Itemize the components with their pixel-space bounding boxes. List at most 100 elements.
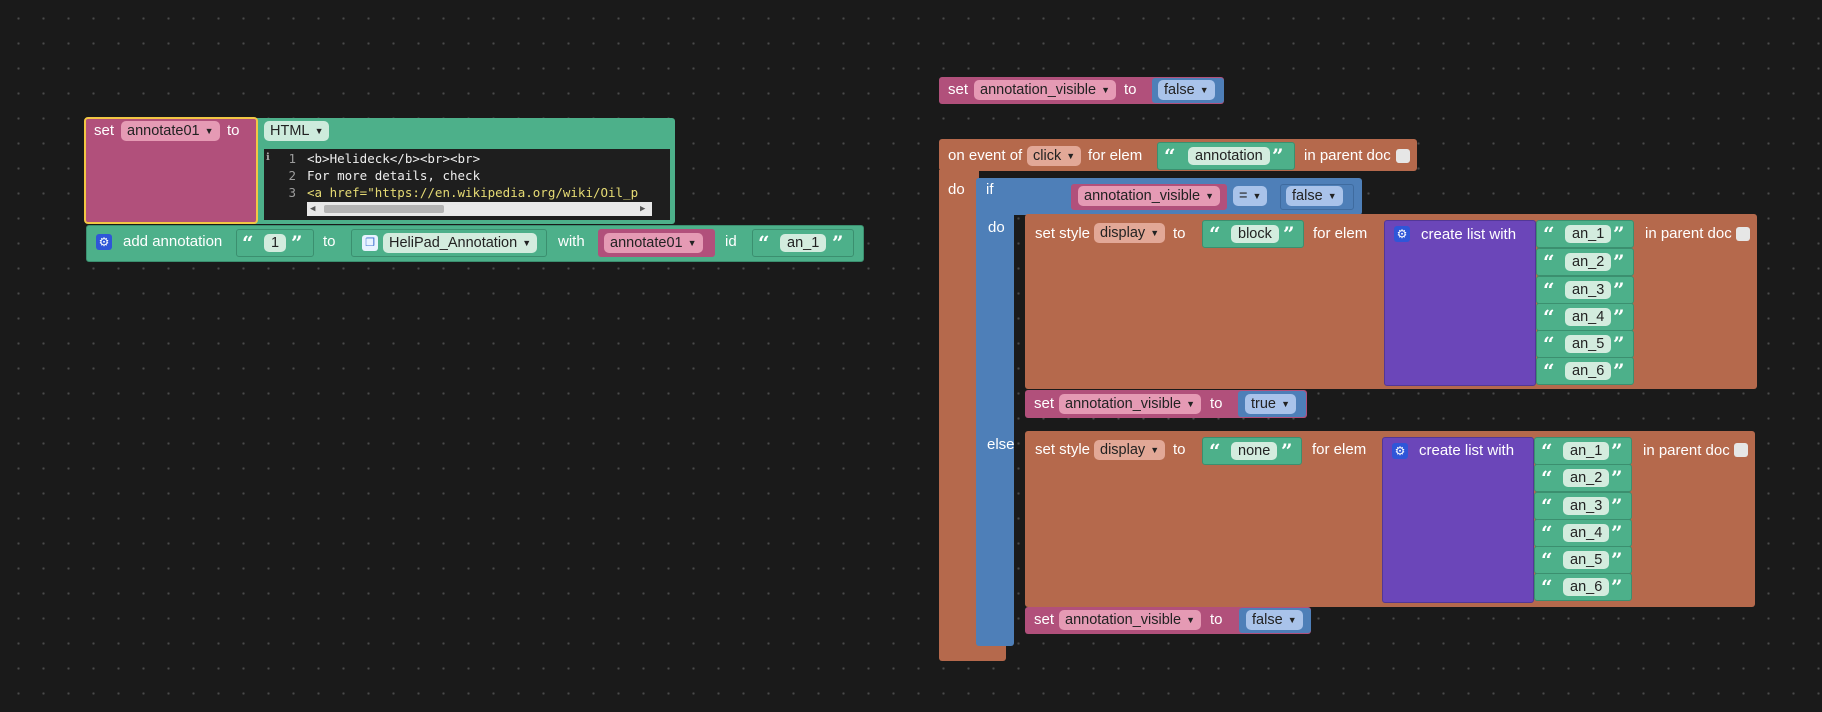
open-quote-icon: “ (1164, 144, 1176, 168)
dropdown-arrow-icon: ▼ (1252, 191, 1262, 201)
code-line[interactable]: For more details, check (307, 168, 481, 183)
on-event-bottom (939, 645, 1006, 661)
open-quote-icon: “ (1541, 548, 1553, 572)
style-property-dropdown[interactable]: display▼ (1094, 440, 1166, 460)
open-quote-icon: “ (1543, 222, 1555, 246)
close-quote-icon: ” (1611, 439, 1623, 463)
list-item-string[interactable]: “ an_5 ” (1534, 546, 1632, 574)
list-item-string[interactable]: “ an_1 ” (1536, 220, 1634, 248)
string-field[interactable]: an_4 (1565, 308, 1612, 326)
scroll-right-icon[interactable]: ▶ (640, 204, 646, 214)
string-field[interactable]: an_4 (1563, 524, 1610, 542)
gear-icon[interactable]: ⚙ (96, 234, 112, 250)
list-item-string[interactable]: “ an_4 ” (1534, 519, 1632, 547)
in-parent-doc-checkbox[interactable] (1734, 443, 1748, 457)
annotation-id-string[interactable]: “ an_1 ” (752, 229, 854, 257)
if-label: if (986, 181, 994, 198)
code-line[interactable]: <b>Helideck</b><br><br> (307, 151, 481, 166)
set-label: set (1034, 395, 1055, 412)
open-quote-icon: “ (1209, 222, 1221, 246)
create-list-block[interactable] (1384, 220, 1536, 386)
close-quote-icon: ” (1611, 521, 1623, 545)
html-type-dropdown[interactable]: HTML▼ (264, 121, 330, 141)
string-field[interactable]: an_3 (1563, 497, 1610, 515)
annotation-visible-dropdown[interactable]: annotation_visible▼ (1059, 610, 1202, 630)
annotation-object-icon: ❐ (362, 235, 378, 251)
string-field[interactable]: an_1 (780, 234, 827, 252)
for-elem-label: for elem (1088, 147, 1143, 164)
dropdown-arrow-icon: ▼ (1150, 228, 1160, 238)
false-dropdown[interactable]: false▼ (1246, 610, 1303, 630)
string-field[interactable]: an_6 (1563, 578, 1610, 596)
list-item-string[interactable]: “ an_2 ” (1534, 464, 1632, 492)
close-quote-icon: ” (1613, 278, 1625, 302)
string-field[interactable]: block (1231, 225, 1279, 243)
false-dropdown[interactable]: false▼ (1158, 80, 1215, 100)
string-field[interactable]: 1 (264, 234, 287, 252)
dropdown-arrow-icon: ▼ (1066, 151, 1076, 161)
annotation-visible-dropdown[interactable]: annotation_visible▼ (1059, 394, 1202, 414)
close-quote-icon: ” (1613, 359, 1625, 383)
annotate01-getter-dropdown[interactable]: annotate01▼ (604, 233, 703, 253)
false-dropdown[interactable]: false▼ (1286, 186, 1343, 206)
equals-operator-dropdown[interactable]: =▼ (1233, 186, 1268, 206)
html-code-editor[interactable]: ℹ 1 <b>Helideck</b><br><br> 2 For more d… (264, 149, 670, 220)
style-property-dropdown[interactable]: display▼ (1094, 223, 1166, 243)
annotation-visible-dropdown[interactable]: annotation_visible▼ (1078, 186, 1221, 206)
annotate01-variable-dropdown[interactable]: annotate01▼ (121, 121, 220, 141)
info-icon: ℹ (266, 152, 270, 163)
with-label: with (558, 233, 585, 250)
string-field[interactable]: an_5 (1563, 551, 1610, 569)
scroll-left-icon[interactable]: ◀ (310, 204, 316, 214)
annotation-elem-string[interactable]: “ annotation ” (1157, 142, 1295, 170)
if-else-block[interactable] (976, 178, 1014, 646)
line-number: 2 (288, 168, 296, 183)
list-item-string[interactable]: “ an_4 ” (1536, 303, 1634, 331)
string-field[interactable]: an_1 (1565, 225, 1612, 243)
style-value-string[interactable]: “ block ” (1202, 220, 1304, 248)
string-field[interactable]: an_1 (1563, 442, 1610, 460)
open-quote-icon: “ (1543, 305, 1555, 329)
string-field[interactable]: an_5 (1565, 335, 1612, 353)
list-item-string[interactable]: “ an_3 ” (1536, 276, 1634, 304)
code-line[interactable]: <a href="https://en.wikipedia.org/wiki/O… (307, 185, 639, 200)
do-label: do (988, 219, 1005, 236)
close-quote-icon: ” (832, 231, 844, 255)
open-quote-icon: “ (1543, 359, 1555, 383)
scrollbar-thumb[interactable] (324, 205, 444, 213)
create-list-block[interactable] (1382, 437, 1534, 603)
list-item-string[interactable]: “ an_6 ” (1534, 573, 1632, 601)
gear-icon[interactable]: ⚙ (1394, 226, 1410, 242)
list-item-string[interactable]: “ an_3 ” (1534, 492, 1632, 520)
string-field[interactable]: none (1231, 442, 1278, 460)
create-list-with-label: create list with (1421, 226, 1517, 243)
dropdown-arrow-icon: ▼ (1199, 85, 1209, 95)
in-parent-doc-label: in parent doc (1304, 147, 1391, 164)
list-item-string[interactable]: “ an_6 ” (1536, 357, 1634, 385)
else-label: else (987, 436, 1015, 453)
list-item-string[interactable]: “ an_5 ” (1536, 330, 1634, 358)
annotation-visible-dropdown[interactable]: annotation_visible▼ (974, 80, 1117, 100)
string-field[interactable]: an_2 (1565, 253, 1612, 271)
id-label: id (725, 233, 737, 250)
dropdown-arrow-icon: ▼ (522, 238, 532, 248)
event-type-dropdown[interactable]: click▼ (1027, 146, 1082, 166)
true-dropdown[interactable]: true▼ (1245, 394, 1296, 414)
in-parent-doc-checkbox[interactable] (1396, 149, 1410, 163)
in-parent-doc-checkbox[interactable] (1736, 227, 1750, 241)
string-field[interactable]: annotation (1188, 147, 1270, 165)
string-field[interactable]: an_6 (1565, 362, 1612, 380)
gear-icon[interactable]: ⚙ (1392, 443, 1408, 459)
annotation-index-string[interactable]: “ 1 ” (236, 229, 314, 257)
open-quote-icon: “ (242, 231, 254, 255)
in-parent-doc-label: in parent doc (1643, 442, 1730, 459)
string-field[interactable]: an_2 (1563, 469, 1610, 487)
dropdown-arrow-icon: ▼ (1186, 615, 1196, 625)
helipad-annotation-dropdown[interactable]: HeliPad_Annotation▼ (383, 233, 538, 253)
string-field[interactable]: an_3 (1565, 281, 1612, 299)
dropdown-arrow-icon: ▼ (1205, 191, 1215, 201)
style-value-string[interactable]: “ none ” (1202, 437, 1302, 465)
list-item-string[interactable]: “ an_2 ” (1536, 248, 1634, 276)
list-item-string[interactable]: “ an_1 ” (1534, 437, 1632, 465)
dropdown-arrow-icon: ▼ (687, 238, 697, 248)
